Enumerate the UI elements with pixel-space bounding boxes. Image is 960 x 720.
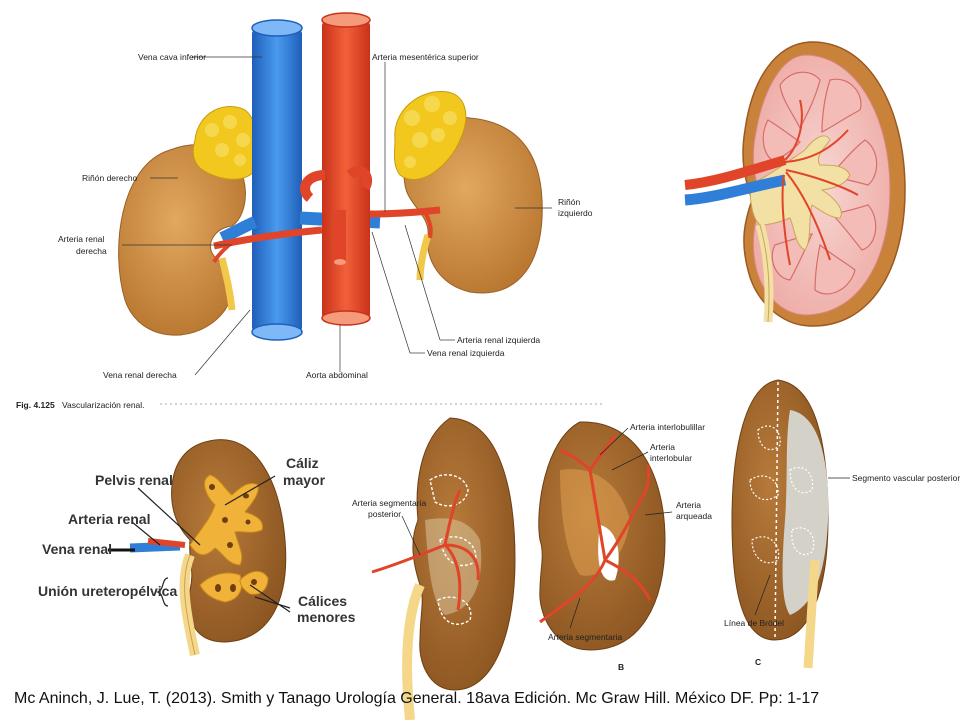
label-collecting-renal-artery: Arteria renal <box>68 511 150 527</box>
inferior-vena-cava <box>252 28 302 333</box>
c-ureter <box>803 559 820 669</box>
label-major-calyx-1: Cáliz <box>286 455 319 471</box>
right-renal-vein <box>219 216 258 244</box>
label-ivc: Vena cava inferior <box>138 52 206 62</box>
figure-kidney-section <box>684 41 906 327</box>
label-brodel-line: Línea de Brödel <box>724 618 784 628</box>
label-right-renal-artery-1: Arteria renal <box>58 234 104 244</box>
leader-lines <box>122 56 552 376</box>
label-right-renal-vein: Vena renal derecha <box>103 370 177 380</box>
label-collecting-renal-vein: Vena renal <box>42 541 112 557</box>
collecting-leader-lines <box>131 475 291 613</box>
label-posterior-vascular-segment: Segmento vascular posterior <box>852 473 960 483</box>
panel-label-b: B <box>618 662 624 672</box>
label-left-kidney-1: Riñón <box>558 197 580 207</box>
figure-segmental-arteries: Arteria segmentaria posterior Arteria in… <box>352 379 960 720</box>
label-right-renal-artery-2: derecha <box>76 246 107 256</box>
label-minor-calyces-1: Cálices <box>298 593 347 609</box>
collecting-renal-artery <box>147 538 186 548</box>
label-minor-calyces-2: menores <box>297 609 356 625</box>
right-ureter <box>218 257 236 311</box>
label-posterior-segmental-artery-2: posterior <box>368 509 401 519</box>
label-left-kidney-2: izquierdo <box>558 208 593 218</box>
posterior-segmental-artery <box>371 489 480 611</box>
section-renal-vein <box>684 174 787 206</box>
label-right-kidney: Riñón derecho <box>82 173 138 183</box>
renal-pyramids <box>762 71 878 295</box>
label-interlobular-2: Arteria <box>650 442 675 452</box>
figure-renal-vascularization: Vena cava inferior Arteria mesentérica s… <box>16 12 605 410</box>
brodel-line <box>774 381 779 639</box>
label-major-calyx-2: mayor <box>283 472 326 488</box>
label-interlobular-1: Arteria interlobulillar <box>630 422 705 432</box>
interlobular-arteries <box>539 434 652 624</box>
figure-collecting-system: Pelvis renal Cáliz mayor Arteria renal V… <box>38 439 356 657</box>
panel-label-c: C <box>755 657 761 667</box>
figure-number: Fig. 4.125 <box>16 400 55 410</box>
label-upj: Unión ureteropélvica <box>38 583 177 599</box>
label-posterior-segmental-artery-1: Arteria segmentaria <box>352 498 426 508</box>
figure-caption: Vascularización renal. <box>62 400 145 410</box>
label-segmental-artery: Arteria segmentaria <box>548 632 622 642</box>
calyx-openings <box>209 484 257 592</box>
posterior-ureter <box>402 583 425 720</box>
citation: Mc Aninch, J. Lue, T. (2013). Smith y Ta… <box>14 690 820 707</box>
label-sma: Arteria mesentérica superior <box>372 52 479 62</box>
label-interlobular-3: interlobular <box>650 453 692 463</box>
label-arcuate-1: Arteria <box>676 500 701 510</box>
label-renal-pelvis: Pelvis renal <box>95 472 173 488</box>
section-renal-artery <box>684 155 787 190</box>
label-left-renal-artery: Arteria renal izquierda <box>457 335 540 345</box>
left-renal-artery <box>369 206 441 218</box>
segments-leader-lines <box>569 427 673 629</box>
left-ureter <box>416 233 432 281</box>
label-left-renal-vein: Vena renal izquierda <box>427 348 505 358</box>
superior-mesenteric-artery <box>300 166 373 202</box>
label-arcuate-2: arqueada <box>676 511 712 521</box>
label-aorta: Aorta abdominal <box>306 370 368 380</box>
